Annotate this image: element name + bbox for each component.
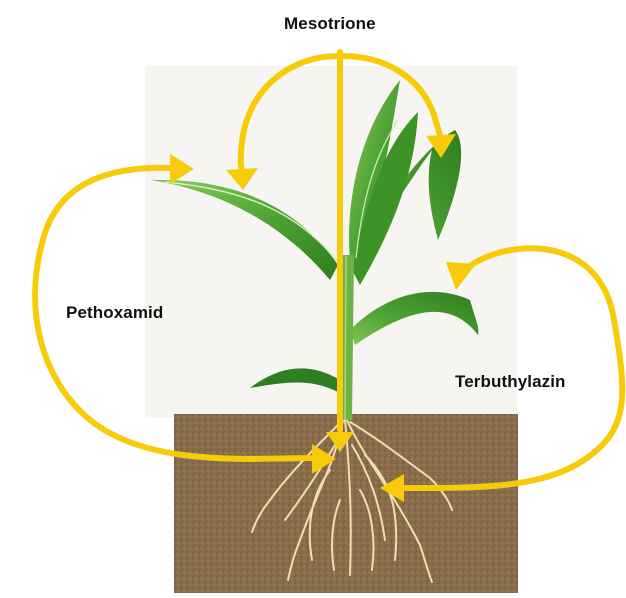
plant-background bbox=[145, 66, 517, 418]
mesotrione-label: Mesotrione bbox=[284, 14, 376, 34]
pethoxamid-label: Pethoxamid bbox=[66, 303, 163, 323]
terbuthylazin-label: Terbuthylazin bbox=[455, 372, 566, 392]
